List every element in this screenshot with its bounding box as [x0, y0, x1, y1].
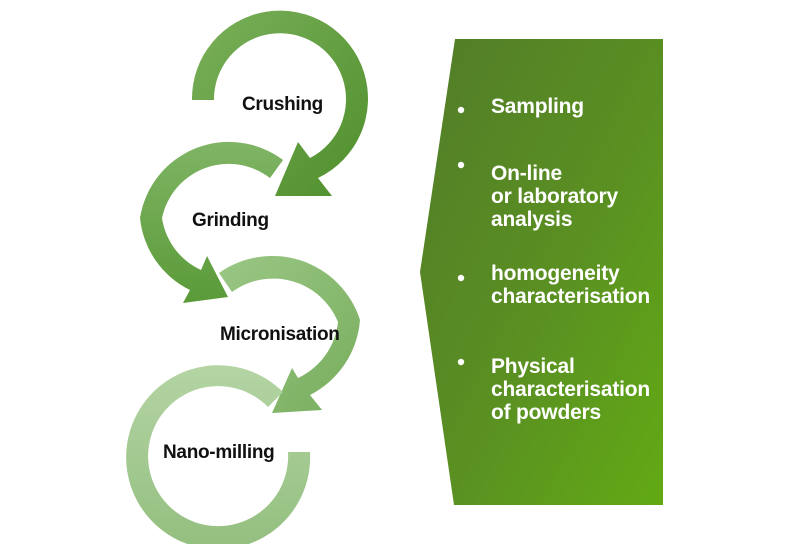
panel-item-text: or laboratory — [491, 185, 618, 208]
panel-item-text: analysis — [491, 208, 572, 231]
grinding-arrow — [140, 141, 283, 303]
panel-item-text: homogeneity — [491, 262, 620, 285]
panel-item-sampling: Sampling — [457, 95, 584, 118]
analysis-panel: Sampling On-line or laboratory analysis … — [420, 39, 663, 505]
step-label-crushing: Crushing — [242, 94, 323, 115]
bullet-icon — [457, 358, 465, 366]
panel-item-text: characterisation — [491, 285, 650, 308]
crushing-arrow — [191, 10, 368, 197]
panel-item-text: of powders — [491, 401, 601, 424]
crushing-arrow-arc — [191, 10, 368, 197]
step-label-nano-milling: Nano-milling — [163, 442, 274, 463]
micronisation-arrow — [219, 255, 360, 413]
bullet-icon — [457, 106, 465, 114]
bullet-icon — [457, 161, 465, 169]
panel-item-physical: Physical characterisation of powders — [457, 355, 650, 424]
bullet-icon — [457, 274, 465, 282]
step-label-micronisation: Micronisation — [220, 324, 340, 345]
panel-item-text: Sampling — [491, 95, 584, 118]
micronisation-arrow-body — [219, 255, 360, 413]
panel-item-text: On-line — [491, 162, 562, 185]
grinding-arrow-body — [140, 141, 283, 303]
panel-item-text: Physical — [491, 355, 575, 378]
panel-item-homogeneity: homogeneity characterisation — [457, 262, 650, 308]
analysis-panel-shape — [420, 39, 663, 505]
step-label-grinding: Grinding — [192, 210, 269, 231]
panel-item-text: characterisation — [491, 378, 650, 401]
panel-item-analysis: On-line or laboratory analysis — [457, 161, 619, 231]
